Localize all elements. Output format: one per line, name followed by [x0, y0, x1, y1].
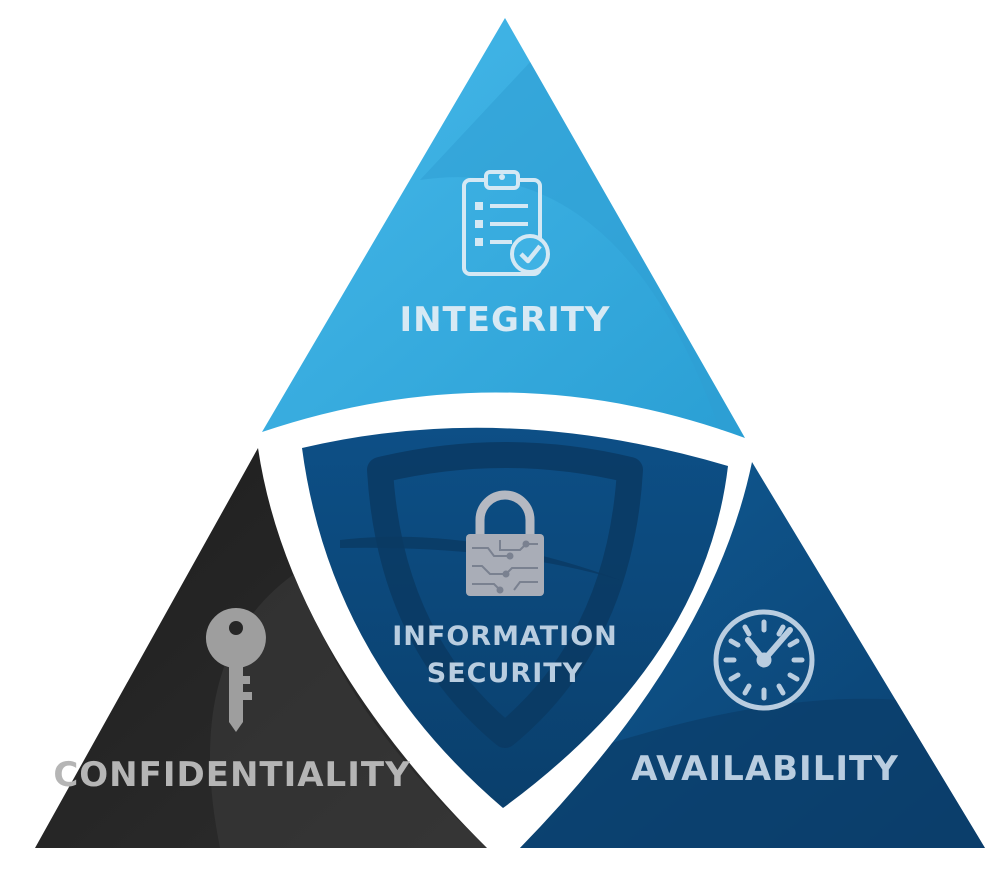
availability-segment: AVAILABILITY [520, 462, 985, 848]
integrity-label: INTEGRITY [399, 300, 610, 340]
availability-highlight-arc [520, 698, 985, 848]
confidentiality-label: CONFIDENTIALITY [53, 755, 410, 795]
availability-label: AVAILABILITY [631, 749, 899, 789]
shield-icon [367, 442, 643, 748]
information-security-label-line1: INFORMATION [392, 621, 618, 652]
clock-icon [713, 609, 815, 711]
information-security-label-line2: SECURITY [427, 658, 583, 689]
confidentiality-highlight-arc [210, 570, 487, 848]
confidentiality-segment: CONFIDENTIALITY [35, 448, 487, 848]
padlock-icon [466, 490, 544, 596]
integrity-shape [262, 18, 745, 438]
shield-swoosh [340, 536, 620, 580]
key-icon [205, 608, 266, 732]
clipboard-check-icon [462, 170, 550, 276]
information-security-segment: INFORMATION SECURITY [302, 427, 728, 808]
integrity-segment: INTEGRITY [262, 18, 745, 438]
